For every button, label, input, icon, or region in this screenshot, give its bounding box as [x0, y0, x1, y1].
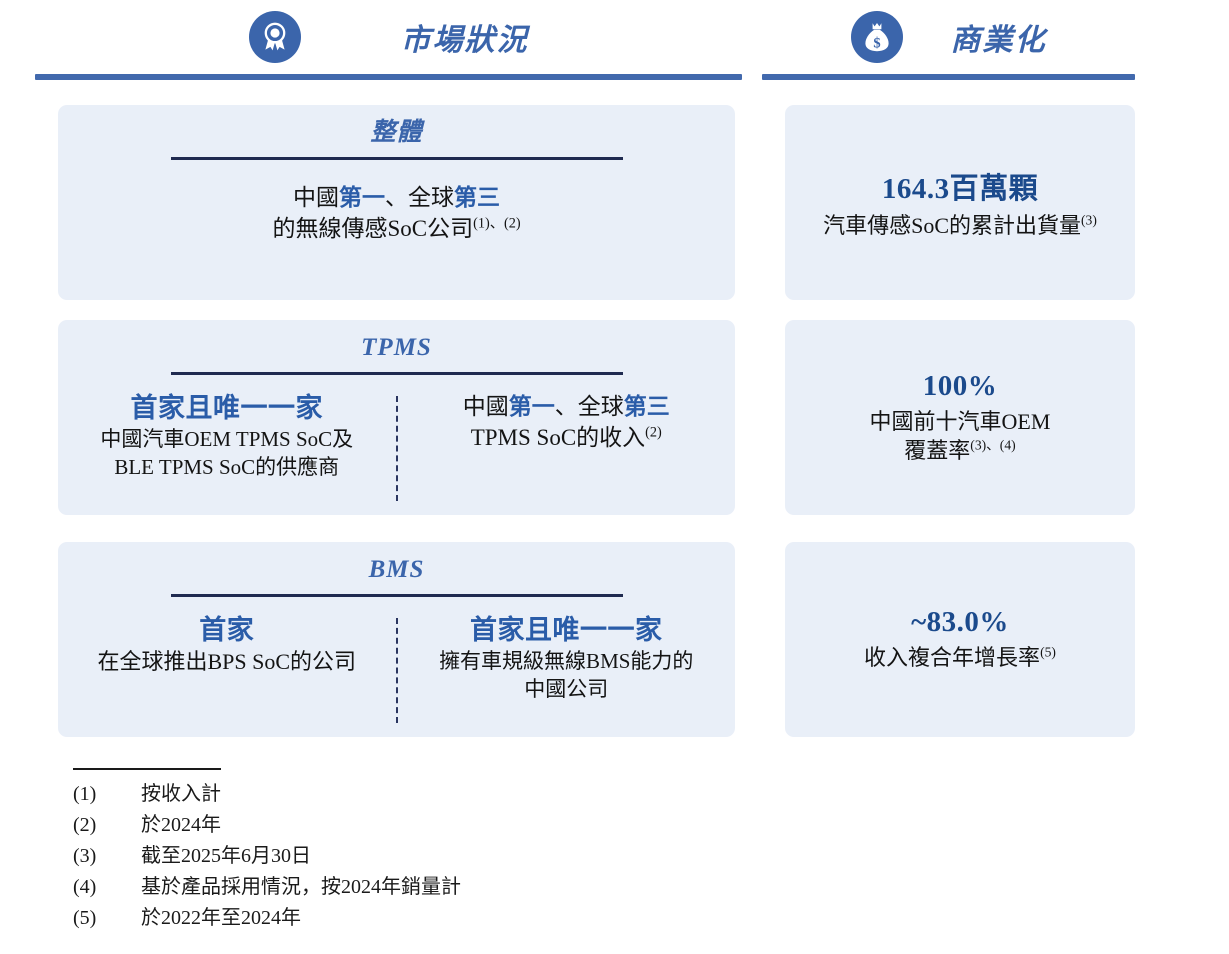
stat-label: 汽車傳感SoC的累計出貨量(3) [823, 211, 1097, 240]
stat-label-text: 收入複合年增長率 [864, 645, 1041, 671]
footnote-text: 按收入計 [141, 783, 221, 805]
header-row: 市場狀況 [35, 0, 742, 74]
card-title: BMS [368, 556, 425, 583]
stat-card-revenue-cagr: ~83.0% 收入複合年增長率(5) [785, 542, 1135, 737]
footnote-item: (2) 於2024年 [73, 810, 773, 841]
stat-value: 100% [922, 369, 998, 402]
footnote-text: 於2022年至2024年 [141, 907, 301, 929]
stat-value: ~83.0% [911, 606, 1009, 639]
panel-description: 擁有車規級無線BMS能力的中國公司 [439, 649, 694, 701]
stat-card-shipments: 164.3百萬顆 汽車傳感SoC的累計出貨量(3) [785, 105, 1135, 300]
panel-headline: 首家且唯一一家 [470, 614, 663, 645]
footnote-item: (3) 截至2025年6月30日 [73, 841, 773, 872]
header-row: $ 商業化 [762, 0, 1135, 74]
stat-inner: ~83.0% 收入複合年增長率(5) [785, 542, 1135, 737]
card-body: 首家 在全球推出BPS SoC的公司 首家且唯一一家 擁有車規級無線BMS能力的… [58, 597, 735, 729]
column-title-right: 商業化 [950, 24, 1047, 57]
footnote-text: 截至2025年6月30日 [141, 845, 311, 867]
card-statement: 中國第一、全球第三的無線傳感SoC公司(1)、(2) [272, 184, 521, 241]
card-title: TPMS [361, 334, 432, 361]
footnotes: (1) 按收入計 (2) 於2024年 (3) 截至2025年6月30日 (4)… [73, 768, 773, 934]
card-body: 中國第一、全球第三的無線傳感SoC公司(1)、(2) [58, 160, 735, 244]
footnote-number: (2) [73, 814, 97, 836]
card-bms: BMS 首家 在全球推出BPS SoC的公司 首家且唯一一家 擁有車規級無線BM… [58, 542, 735, 737]
stat-label-footnote: (3) [1081, 212, 1097, 228]
svg-text:$: $ [873, 35, 880, 51]
footnote-text: 於2024年 [141, 814, 221, 836]
column-title-left: 市場狀況 [400, 24, 529, 57]
card-title-underline [170, 156, 623, 160]
footnote-item: (1) 按收入計 [73, 779, 773, 810]
money-bag-icon: $ [850, 11, 903, 63]
footnote-item: (5) 於2022年至2024年 [73, 903, 773, 934]
card-panel-right: 首家且唯一一家 擁有車規級無線BMS能力的中國公司 [398, 613, 736, 703]
footnote-item: (4) 基於產品採用情況，按2024年銷量計 [73, 872, 773, 903]
footnote-number: (1) [73, 783, 97, 805]
stat-value: 164.3百萬顆 [881, 172, 1039, 205]
header-underline-left [35, 74, 742, 80]
panel-headline: 首家且唯一一家 [130, 392, 323, 423]
footnote-text: 基於產品採用情況，按2024年銷量計 [141, 876, 461, 898]
panel-divider [395, 617, 398, 723]
footnote-number: (4) [73, 876, 97, 898]
stat-label-text: 汽車傳感SoC的累計出貨量 [823, 212, 1082, 238]
panel-headline: 首家 [199, 614, 255, 645]
column-header-market-status: 市場狀況 [35, 0, 742, 92]
header-underline-right [762, 74, 1135, 80]
panel-description: 在全球推出BPS SoC的公司 [97, 649, 357, 675]
stat-label: 收入複合年增長率(5) [864, 643, 1056, 672]
footnote-separator [73, 768, 221, 770]
stat-label-footnote: (3)、(4) [970, 437, 1016, 453]
card-overall: 整體 中國第一、全球第三的無線傳感SoC公司(1)、(2) [58, 105, 735, 300]
card-title-underline [170, 371, 623, 375]
stat-inner: 164.3百萬顆 汽車傳感SoC的累計出貨量(3) [785, 105, 1135, 300]
award-ribbon-icon [248, 11, 301, 63]
card-title-underline [170, 593, 623, 597]
footnote-number: (3) [73, 845, 97, 867]
stat-label-footnote: (5) [1040, 645, 1056, 661]
card-panel-left: 首家 在全球推出BPS SoC的公司 [58, 613, 396, 677]
footnote-number: (5) [73, 907, 97, 929]
panel-divider [395, 395, 398, 501]
column-header-commercialization: $ 商業化 [762, 0, 1135, 92]
card-title: 整體 [370, 119, 423, 146]
